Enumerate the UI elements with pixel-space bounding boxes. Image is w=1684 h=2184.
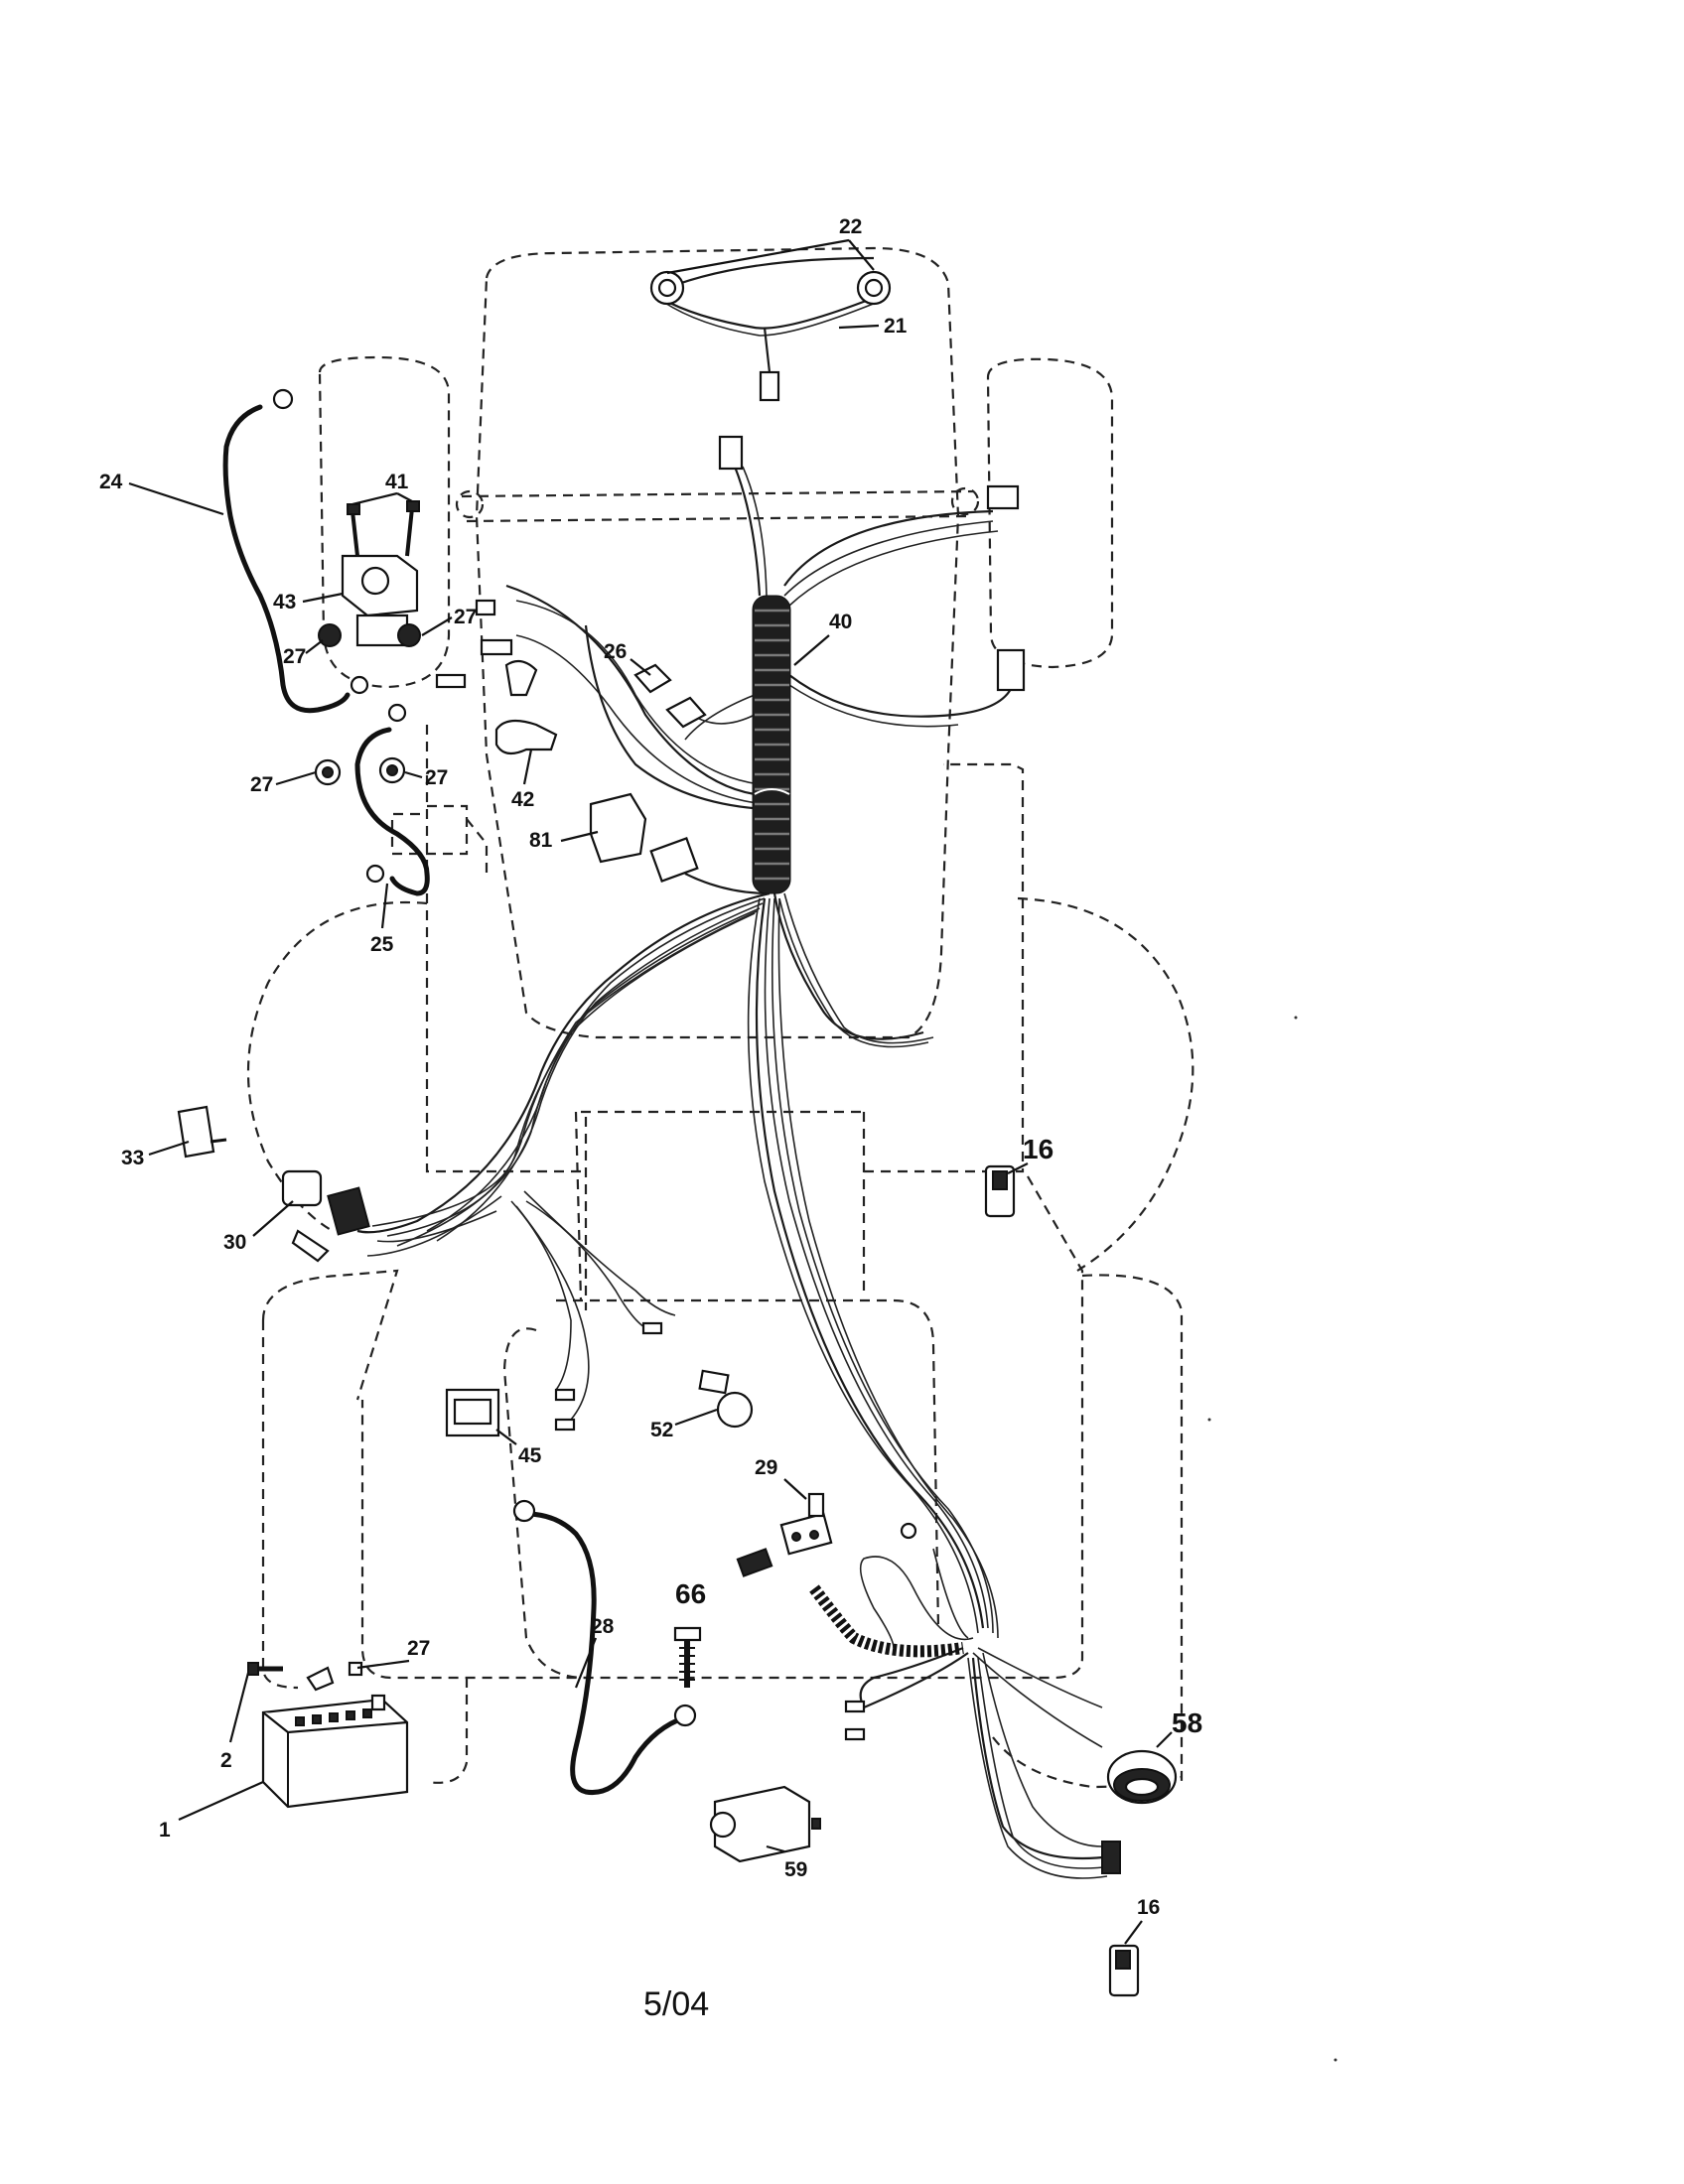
terminal-left-stem bbox=[435, 673, 467, 689]
callout-16: 16 bbox=[1137, 1896, 1160, 1919]
module-45 bbox=[445, 1388, 500, 1437]
headlight-harness-connector bbox=[759, 370, 780, 402]
callout-27: 27 bbox=[425, 766, 448, 789]
scan-speck bbox=[1207, 1418, 1211, 1422]
callout-45: 45 bbox=[518, 1444, 542, 1467]
ring-terminal-28 bbox=[673, 1704, 697, 1727]
key-33 bbox=[177, 1105, 227, 1159]
spade-terminal-lower bbox=[844, 1727, 866, 1741]
cable-24 bbox=[222, 404, 351, 714]
callout-26: 26 bbox=[604, 640, 627, 663]
bolt-66 bbox=[673, 1626, 702, 1688]
callout-66: 66 bbox=[675, 1578, 706, 1609]
headlight-right bbox=[856, 270, 892, 306]
leader-lines bbox=[128, 238, 1173, 1945]
callout-42: 42 bbox=[511, 788, 534, 811]
bulb-52 bbox=[698, 1369, 754, 1429]
ring-terminal-lower bbox=[900, 1522, 917, 1540]
callout-33: 33 bbox=[121, 1147, 144, 1169]
starter-solenoid bbox=[318, 554, 421, 647]
scan-speck bbox=[1333, 2058, 1337, 2062]
cable-25 bbox=[354, 727, 430, 896]
ring-terminal-28-top bbox=[512, 1499, 536, 1523]
callout-41: 41 bbox=[385, 471, 409, 493]
callout-25: 25 bbox=[370, 933, 394, 956]
part-58 bbox=[1106, 1749, 1178, 1805]
callout-59: 59 bbox=[784, 1858, 807, 1881]
battery-bolt-2 bbox=[247, 1662, 283, 1676]
terminal-boot-42 bbox=[494, 659, 558, 755]
cable-28 bbox=[523, 1511, 688, 1796]
callout-27: 27 bbox=[250, 773, 273, 796]
callout-27: 27 bbox=[283, 645, 306, 668]
screw-41 bbox=[347, 500, 420, 557]
harness-connector-right-upper bbox=[986, 484, 1020, 510]
callout-24: 24 bbox=[99, 471, 123, 493]
terminal-left-mid bbox=[480, 638, 513, 656]
callout-29: 29 bbox=[755, 1456, 777, 1479]
callout-22: 22 bbox=[839, 215, 862, 238]
battery-terminal-clamp bbox=[306, 1666, 335, 1692]
ignition-switch-30 bbox=[281, 1169, 370, 1263]
callout-16: 16 bbox=[1023, 1134, 1053, 1164]
callout-40: 40 bbox=[829, 611, 852, 633]
callout-2: 2 bbox=[220, 1749, 232, 1772]
terminal-left-upper bbox=[475, 599, 496, 616]
battery bbox=[261, 1694, 409, 1809]
harness-connector-lower bbox=[1101, 1841, 1121, 1874]
revision-date: 5/04 bbox=[643, 1985, 709, 2023]
callout-52: 52 bbox=[650, 1419, 673, 1441]
ring-terminal-25-bottom bbox=[365, 864, 385, 884]
scan-speck bbox=[1294, 1016, 1298, 1020]
switch-29 bbox=[779, 1492, 833, 1556]
callout-43: 43 bbox=[273, 591, 296, 614]
spade-terminal bbox=[641, 1321, 663, 1335]
callout-27: 27 bbox=[454, 606, 477, 628]
battery-cables bbox=[222, 404, 688, 1796]
harness-connector-right-lower bbox=[996, 648, 1026, 692]
ring-terminal-24-bottom bbox=[350, 675, 369, 695]
callout-labels: 22 21 24 41 43 27 27 27 27 40 26 42 81 2… bbox=[99, 215, 1202, 1919]
fuse-holder-26 bbox=[633, 663, 707, 729]
spade-terminal-lower bbox=[844, 1700, 866, 1713]
nut-27-battery bbox=[348, 1661, 363, 1677]
spade-terminal bbox=[554, 1418, 576, 1432]
callout-1: 1 bbox=[159, 1819, 171, 1842]
ring-terminal-25-top bbox=[387, 703, 407, 723]
conduit-lower bbox=[809, 1584, 964, 1658]
callout-28: 28 bbox=[591, 1615, 615, 1638]
relay-81 bbox=[589, 792, 699, 883]
spade-terminal bbox=[554, 1388, 576, 1402]
switch-16-lower bbox=[1108, 1944, 1140, 1997]
callout-58: 58 bbox=[1172, 1707, 1202, 1738]
main-harness-wires bbox=[356, 256, 1113, 1879]
callout-21: 21 bbox=[884, 315, 908, 338]
ring-terminal-24-top bbox=[272, 388, 294, 410]
switch-16-upper bbox=[984, 1164, 1016, 1218]
callout-30: 30 bbox=[223, 1231, 246, 1254]
callout-81: 81 bbox=[529, 829, 553, 852]
harness-connector-top bbox=[718, 435, 744, 471]
conduit-40 bbox=[752, 595, 791, 894]
part-59 bbox=[709, 1785, 821, 1863]
callout-27: 27 bbox=[407, 1637, 430, 1660]
connector-near-29 bbox=[736, 1548, 773, 1577]
headlight-left bbox=[649, 270, 685, 306]
